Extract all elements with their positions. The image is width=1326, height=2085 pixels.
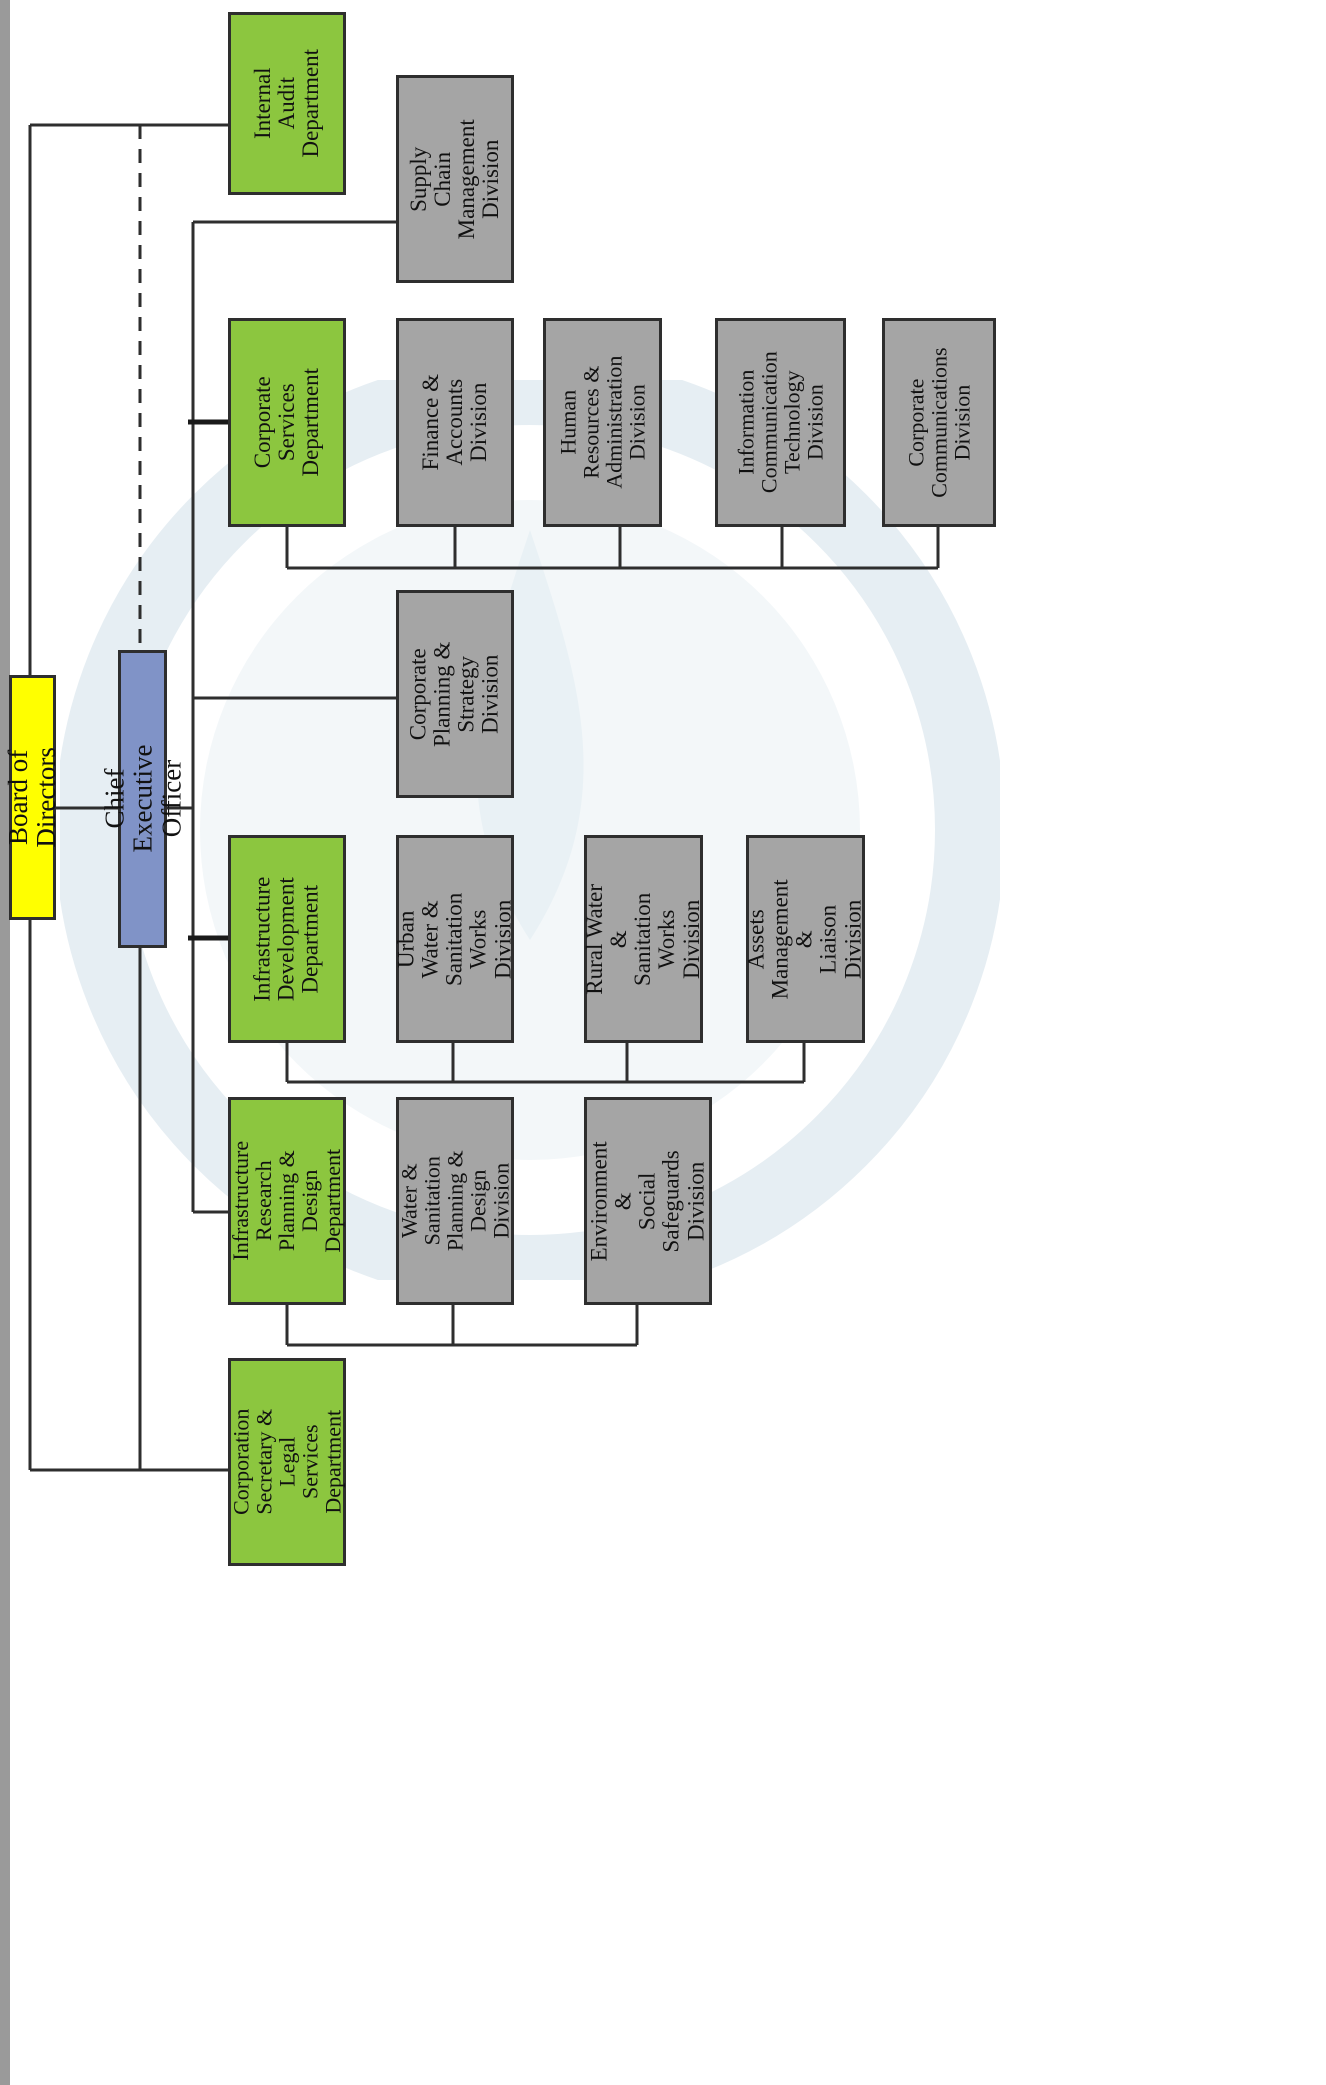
corporate-planning-division: Corporate Planning & Strategy Division (396, 590, 514, 798)
corporate-services-label: Corporate Services Department (249, 368, 324, 477)
internal-audit-department: Internal Audit Department (228, 12, 346, 195)
corporation-secretary-department: Corporation Secretary & Legal Services D… (228, 1358, 346, 1566)
human-resources-label: Human Resources & Administration Divisio… (555, 355, 650, 490)
infrastructure-research-label: Infrastructure Research Planning & Desig… (228, 1141, 346, 1261)
corporate-services-department: Corporate Services Department (228, 318, 346, 527)
internal-audit-label: Internal Audit Department (249, 49, 324, 158)
infrastructure-research-department: Infrastructure Research Planning & Desig… (228, 1097, 346, 1305)
rural-water-division: Rural Water & Sanitation Works Division (582, 835, 704, 1043)
environment-social-division: Environment & Social Safeguards Division (584, 1097, 712, 1305)
finance-accounts-division: Finance & Accounts Division (396, 318, 514, 527)
corporate-communications-label: Corporate Communications Division (903, 347, 975, 498)
board-of-directors-label: Board of Directors (3, 747, 62, 848)
infrastructure-development-department: Infrastructure Development Department (228, 835, 346, 1043)
human-resources-division: Human Resources & Administration Divisio… (543, 318, 662, 527)
ceo-box: Chief Executive Officer (99, 650, 186, 948)
supply-chain-label: Supply Chain Management Division (405, 118, 504, 240)
infrastructure-development-label: Infrastructure Development Department (249, 876, 324, 1002)
urban-water-division: Urban Water & Sanitation Works Division (393, 835, 516, 1043)
corporate-communications-division: Corporate Communications Division (882, 318, 996, 527)
corporation-secretary-label: Corporation Secretary & Legal Services D… (228, 1408, 346, 1516)
environment-social-label: Environment & Social Safeguards Division (586, 1140, 709, 1262)
assets-management-label: Assets Management & Liaison Division (744, 878, 866, 1000)
left-edge-strip (0, 0, 10, 2085)
water-sanitation-planning-division: Water & Sanitation Planning & Design Div… (396, 1097, 514, 1305)
board-of-directors-box: Board of Directors (3, 675, 62, 920)
finance-accounts-label: Finance & Accounts Division (417, 374, 492, 471)
assets-management-division: Assets Management & Liaison Division (744, 835, 866, 1043)
water-sanitation-planning-label: Water & Sanitation Planning & Design Div… (396, 1150, 514, 1252)
supply-chain-division: Supply Chain Management Division (396, 75, 514, 283)
ict-division: Information Communication Technology Div… (715, 318, 846, 527)
corporate-planning-label: Corporate Planning & Strategy Division (405, 641, 504, 747)
ict-label: Information Communication Technology Div… (733, 351, 828, 494)
urban-water-label: Urban Water & Sanitation Works Division (393, 892, 516, 986)
ceo-label: Chief Executive Officer (98, 745, 186, 853)
rural-water-label: Rural Water & Sanitation Works Division (582, 883, 704, 995)
